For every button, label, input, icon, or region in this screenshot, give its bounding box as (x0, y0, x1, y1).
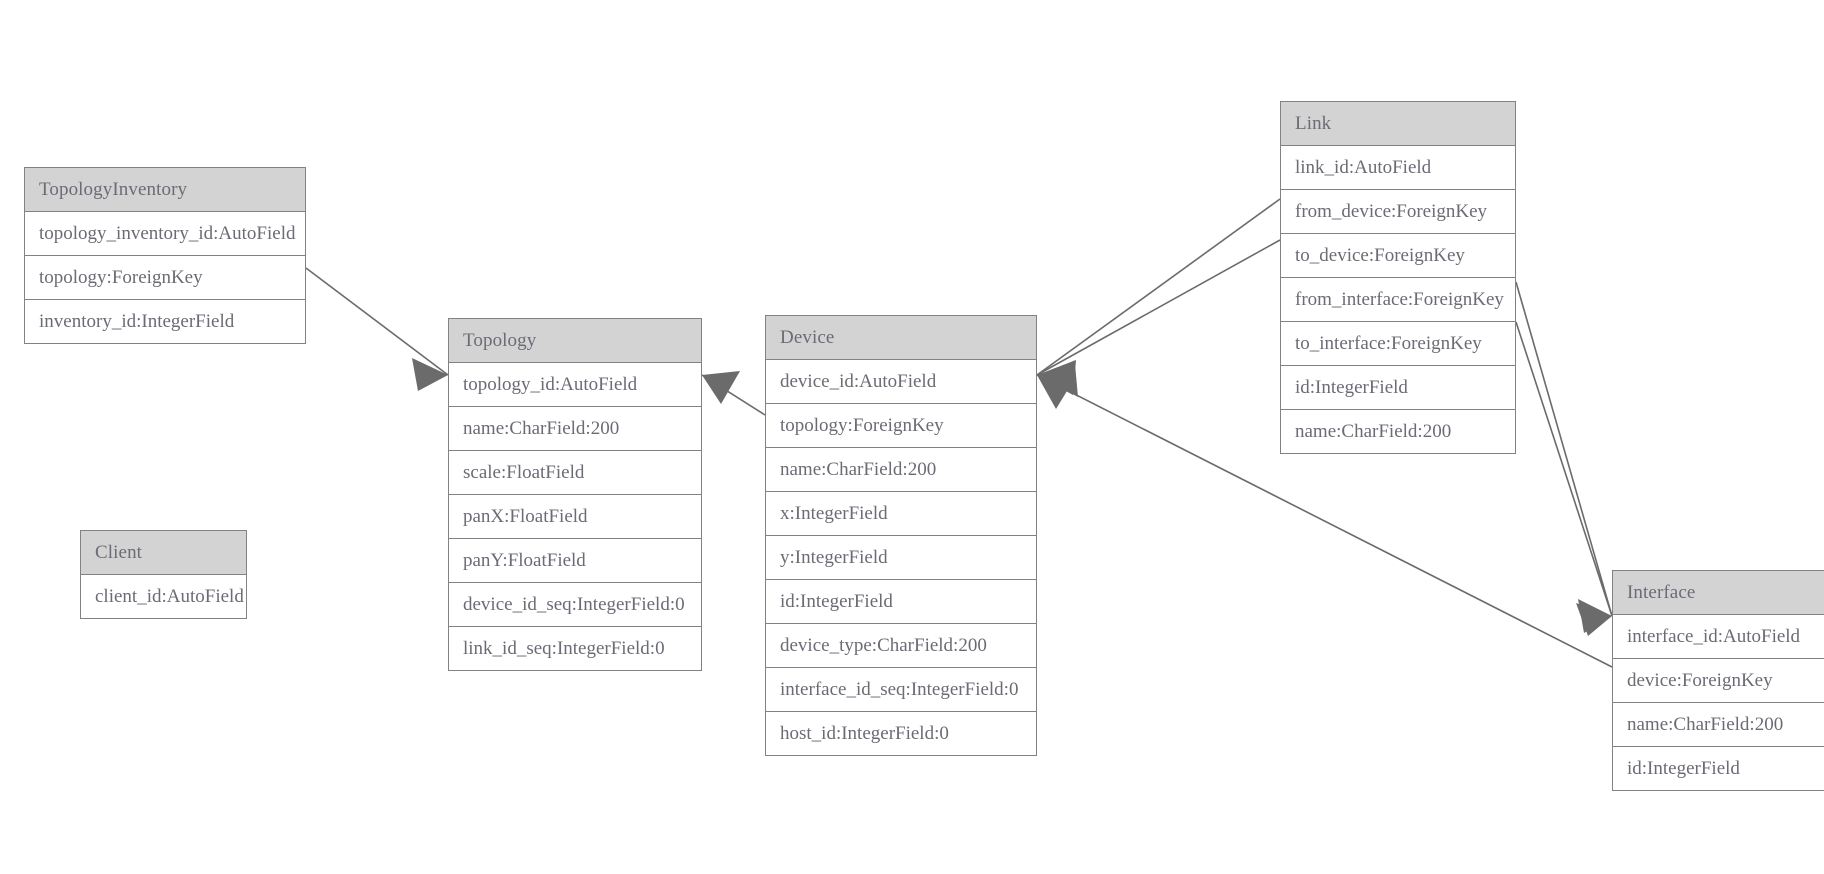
relationship-arrowhead (412, 358, 448, 391)
relationship-arrowhead (1576, 603, 1612, 636)
relationship-line (1515, 321, 1613, 617)
entity-field-row[interactable]: inventory_id:IntegerField (25, 300, 305, 343)
entity-field-row[interactable]: device_id_seq:IntegerField:0 (449, 583, 701, 627)
entity-header-device: Device (766, 316, 1036, 360)
entity-header-link: Link (1281, 102, 1515, 146)
entity-field-row[interactable]: id:IntegerField (1281, 366, 1515, 410)
entity-field-row[interactable]: host_id:IntegerField:0 (766, 712, 1036, 755)
entity-field-row[interactable]: x:IntegerField (766, 492, 1036, 536)
entity-field-row[interactable]: y:IntegerField (766, 536, 1036, 580)
relationship-line (1036, 198, 1281, 376)
entity-field-row[interactable]: from_interface:ForeignKey (1281, 278, 1515, 322)
entity-field-row[interactable]: client_id:AutoField (81, 575, 246, 618)
relationship-line (701, 374, 766, 416)
entity-field-row[interactable]: name:CharField:200 (766, 448, 1036, 492)
relationship-arrowhead (702, 371, 740, 404)
entity-field-row[interactable]: topology:ForeignKey (25, 256, 305, 300)
entity-field-row[interactable]: panY:FloatField (449, 539, 701, 583)
entity-field-row[interactable]: interface_id:AutoField (1613, 615, 1824, 659)
entity-field-row[interactable]: topology:ForeignKey (766, 404, 1036, 448)
relationship-link-from-interface-to-interface (1515, 281, 1613, 636)
entity-header-interface: Interface (1613, 571, 1824, 615)
relationship-arrowhead (1037, 364, 1078, 397)
entity-field-row[interactable]: scale:FloatField (449, 451, 701, 495)
relationship-line (1036, 239, 1281, 376)
entity-field-row[interactable]: to_device:ForeignKey (1281, 234, 1515, 278)
entity-field-row[interactable]: name:CharField:200 (449, 407, 701, 451)
relationship-link-to-interface-to-interface (1515, 321, 1613, 633)
entity-field-row[interactable]: name:CharField:200 (1613, 703, 1824, 747)
relationship-device-to-topology (701, 371, 766, 416)
entity-field-row[interactable]: id:IntegerField (1613, 747, 1824, 790)
relationship-line (305, 267, 449, 376)
entity-header-topology: Topology (449, 319, 701, 363)
entity-field-row[interactable]: topology_inventory_id:AutoField (25, 212, 305, 256)
entity-field-row[interactable]: link_id_seq:IntegerField:0 (449, 627, 701, 670)
entity-field-row[interactable]: id:IntegerField (766, 580, 1036, 624)
entity-field-row[interactable]: topology_id:AutoField (449, 363, 701, 407)
relationship-line (1515, 281, 1613, 617)
entity-field-row[interactable]: device_id:AutoField (766, 360, 1036, 404)
entity-field-row[interactable]: name:CharField:200 (1281, 410, 1515, 453)
relationship-arrowhead (1578, 599, 1612, 633)
relationship-arrowhead (1037, 360, 1076, 395)
relationship-link-to-device-to-device (1036, 239, 1281, 397)
entity-field-row[interactable]: from_device:ForeignKey (1281, 190, 1515, 234)
relationship-topology-inventory-to-topology (305, 267, 449, 391)
entity-header-topology-inventory: TopologyInventory (25, 168, 305, 212)
entity-field-row[interactable]: link_id:AutoField (1281, 146, 1515, 190)
entity-field-row[interactable]: to_interface:ForeignKey (1281, 322, 1515, 366)
entity-field-row[interactable]: device_type:CharField:200 (766, 624, 1036, 668)
entity-field-row[interactable]: device:ForeignKey (1613, 659, 1824, 703)
relationship-arrowhead (1037, 375, 1075, 409)
entity-field-row[interactable]: panX:FloatField (449, 495, 701, 539)
entity-field-row[interactable]: interface_id_seq:IntegerField:0 (766, 668, 1036, 712)
relationship-link-from-device-to-device (1036, 198, 1281, 395)
entity-header-client: Client (81, 531, 246, 575)
